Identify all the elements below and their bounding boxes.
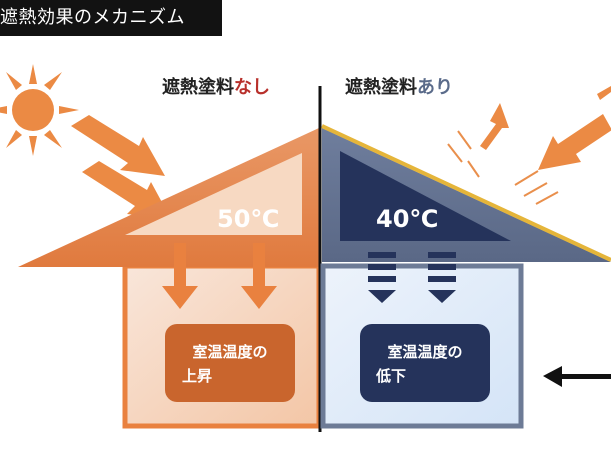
sunlight-arrows-left — [71, 115, 171, 219]
left-temperature: 50℃ — [217, 205, 279, 233]
reflection-sparkle-lines — [447, 130, 559, 205]
left-result-line1: 室温温度の — [192, 343, 267, 361]
right-attic — [340, 151, 511, 241]
right-result-line1: 室温温度の — [387, 343, 462, 361]
right-label: 遮熱塗料あり — [345, 76, 453, 98]
left-label-main: 遮熱塗料 — [162, 76, 234, 98]
right-result-line2: 低下 — [375, 367, 406, 385]
left-result-line2: 上昇 — [182, 367, 212, 385]
right-result-box: 室温温度の 低下 — [360, 324, 490, 402]
left-label: 遮熱塗料なし — [162, 76, 270, 98]
down-arrow-icon — [162, 243, 198, 309]
up-arrow-icon — [480, 103, 509, 150]
page-title: 遮熱効果のメカニズム — [0, 7, 185, 28]
right-temperature: 40℃ — [376, 205, 438, 233]
left-result-box: 室温温度の 上昇 — [165, 324, 295, 402]
title-band: 遮熱効果のメカニズム — [0, 0, 222, 36]
down-arrow-icon — [368, 252, 396, 303]
right-roof-coating — [321, 124, 611, 262]
sun-icon — [0, 64, 79, 156]
down-arrow-icon — [241, 243, 277, 309]
left-attic — [125, 153, 302, 235]
left-label-accent: なし — [234, 77, 270, 98]
sunlight-arrow-right — [538, 86, 611, 170]
right-label-main: 遮熱塗料 — [345, 76, 417, 98]
right-label-accent: あり — [417, 77, 453, 98]
down-arrow-icon — [428, 252, 456, 303]
left-arrow-icon — [543, 366, 611, 387]
